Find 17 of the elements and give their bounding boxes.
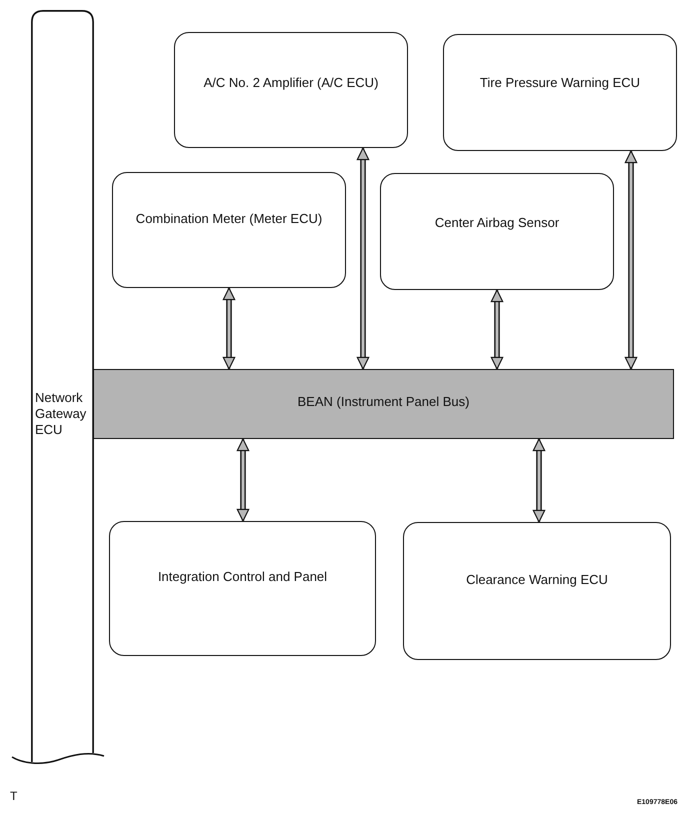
ecu-box xyxy=(403,522,671,660)
gateway-column xyxy=(31,10,94,762)
ecu-label: Center Airbag Sensor xyxy=(434,215,560,232)
ecu-box xyxy=(380,173,614,290)
ecu-label: Combination Meter (Meter ECU) xyxy=(136,211,322,228)
bus-band xyxy=(93,369,674,439)
ecu-box xyxy=(174,32,408,148)
ecu-box xyxy=(109,521,376,656)
gateway-label: Network Gateway ECU xyxy=(35,390,88,438)
ecu-box xyxy=(112,172,346,288)
ecu-label: Clearance Warning ECU xyxy=(466,572,608,588)
ecu-box xyxy=(443,34,677,151)
corner-mark: T xyxy=(10,790,18,802)
bus-label: BEAN (Instrument Panel Bus) xyxy=(298,394,470,410)
ecu-label: Tire Pressure Warning ECU xyxy=(480,74,640,91)
ecu-label: Integration Control and Panel xyxy=(158,569,328,586)
ecu-label: A/C No. 2 Amplifier (A/C ECU) xyxy=(204,74,378,91)
